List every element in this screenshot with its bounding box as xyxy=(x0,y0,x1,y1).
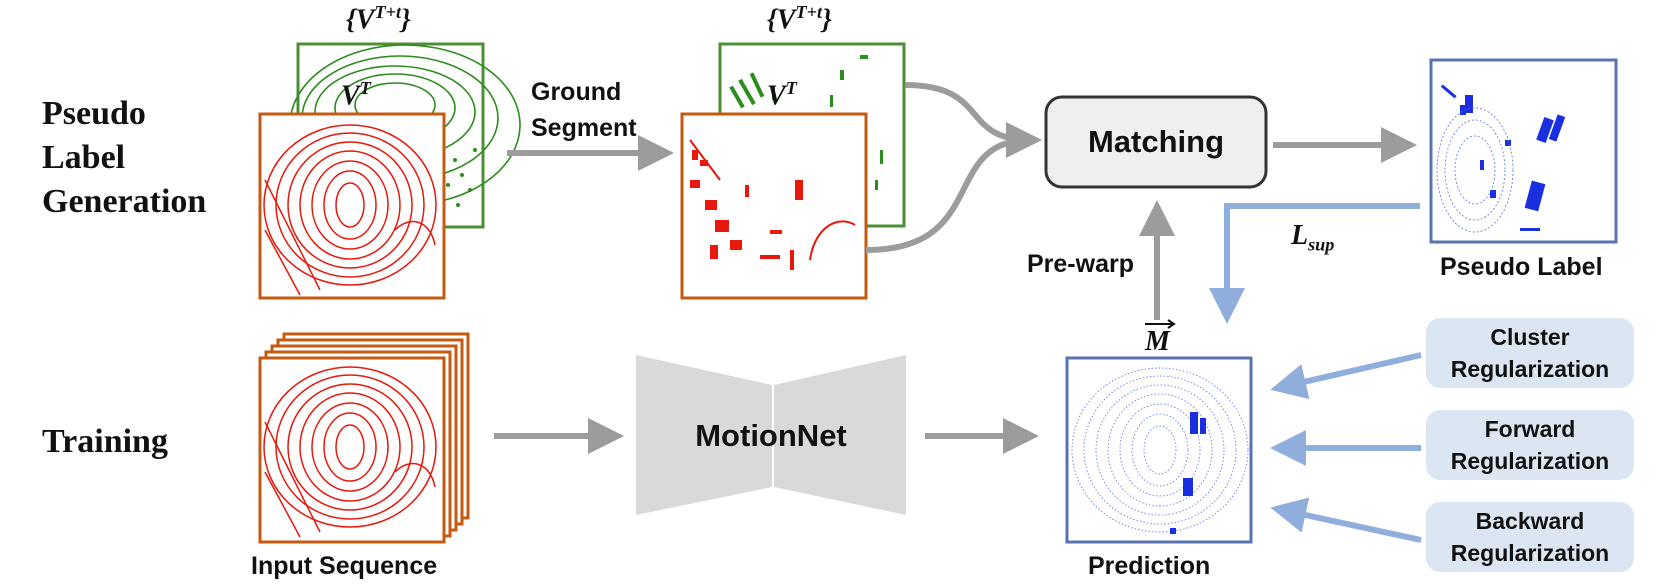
motion-symbol: M xyxy=(1145,326,1170,357)
ground-segment-line-2: Segment xyxy=(531,114,637,142)
backward-reg-line-1: Backward xyxy=(1475,508,1585,534)
stage-line-3: Generation xyxy=(42,183,207,220)
current-frame-symbol-2: VT xyxy=(767,78,797,112)
motionnet-label: MotionNet xyxy=(695,418,847,453)
future-frames-symbol-2: {VT+t} xyxy=(767,2,832,36)
segmented-current-frame xyxy=(680,112,868,300)
current-frame-panel xyxy=(258,112,446,300)
forward-reg-line-2: Regularization xyxy=(1450,448,1610,474)
stage-pseudo-label-generation: Pseudo Label Generation xyxy=(42,92,206,224)
ground-segment-label: Ground Segment xyxy=(531,74,637,146)
backward-reg-line-2: Regularization xyxy=(1450,540,1610,566)
pseudo-label-panel xyxy=(1429,58,1618,244)
current-frame-symbol: VT xyxy=(341,78,371,112)
future-frames-symbol: {VT+t} xyxy=(346,2,411,36)
matching-box xyxy=(1044,95,1268,189)
pseudo-label-caption: Pseudo Label xyxy=(1440,253,1603,281)
input-sequence-caption: Input Sequence xyxy=(251,552,438,580)
blue-arrows xyxy=(1209,203,1422,543)
cluster-regularization-box: Cluster Regularization xyxy=(1426,318,1634,388)
backward-regularization-box: Backward Regularization xyxy=(1426,502,1634,572)
matching-label: Matching xyxy=(1087,124,1225,159)
sup-loss-symbol: Lsup xyxy=(1291,220,1335,255)
stage-line-1: Pseudo xyxy=(42,95,146,132)
forward-regularization-box: Forward Regularization xyxy=(1426,410,1634,480)
stage-line-2: Label xyxy=(42,139,126,176)
prediction-panel xyxy=(1065,356,1253,544)
cluster-reg-line-1: Cluster xyxy=(1490,324,1570,350)
forward-reg-line-1: Forward xyxy=(1484,416,1576,442)
prediction-caption: Prediction xyxy=(1088,552,1211,580)
input-sequence-stack xyxy=(258,332,470,544)
stage-training: Training xyxy=(42,423,168,460)
motionnet-block xyxy=(636,355,906,515)
cluster-reg-line-2: Regularization xyxy=(1450,356,1610,382)
ground-segment-line-1: Ground xyxy=(531,78,622,106)
pre-warp-label: Pre-warp xyxy=(1027,250,1134,278)
gray-arrows xyxy=(494,82,1417,454)
